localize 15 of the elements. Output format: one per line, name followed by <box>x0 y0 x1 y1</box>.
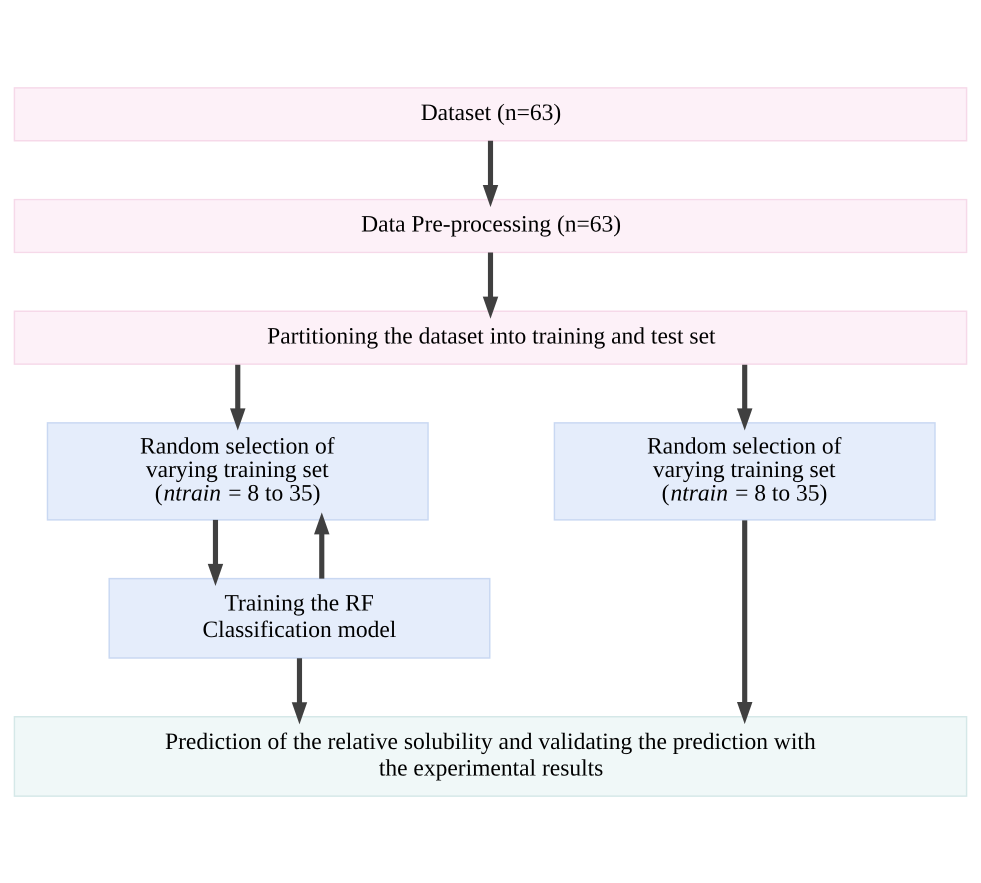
arrow <box>314 512 330 578</box>
arrow <box>482 140 498 207</box>
arrow <box>482 252 498 318</box>
node-box: Training the RF Classification model <box>108 577 490 658</box>
arrow <box>230 364 246 430</box>
arrow <box>208 519 224 586</box>
node-box: Data Pre-processing (n=63) <box>14 198 968 253</box>
node-box: Prediction of the relative solubility and validating the prediction with the experimental results <box>14 716 968 796</box>
node-box: Dataset (n=63) <box>14 86 968 142</box>
arrow <box>736 364 752 430</box>
node-box: Random selection of varying training set (ntrain = 8 to 35) <box>554 422 936 520</box>
node-box: Random selection of varying training set (ntrain = 8 to 35) <box>46 422 429 520</box>
arrow <box>292 658 308 724</box>
node-box: Partitioning the dataset into training and test set <box>14 310 968 364</box>
arrow <box>736 520 752 724</box>
